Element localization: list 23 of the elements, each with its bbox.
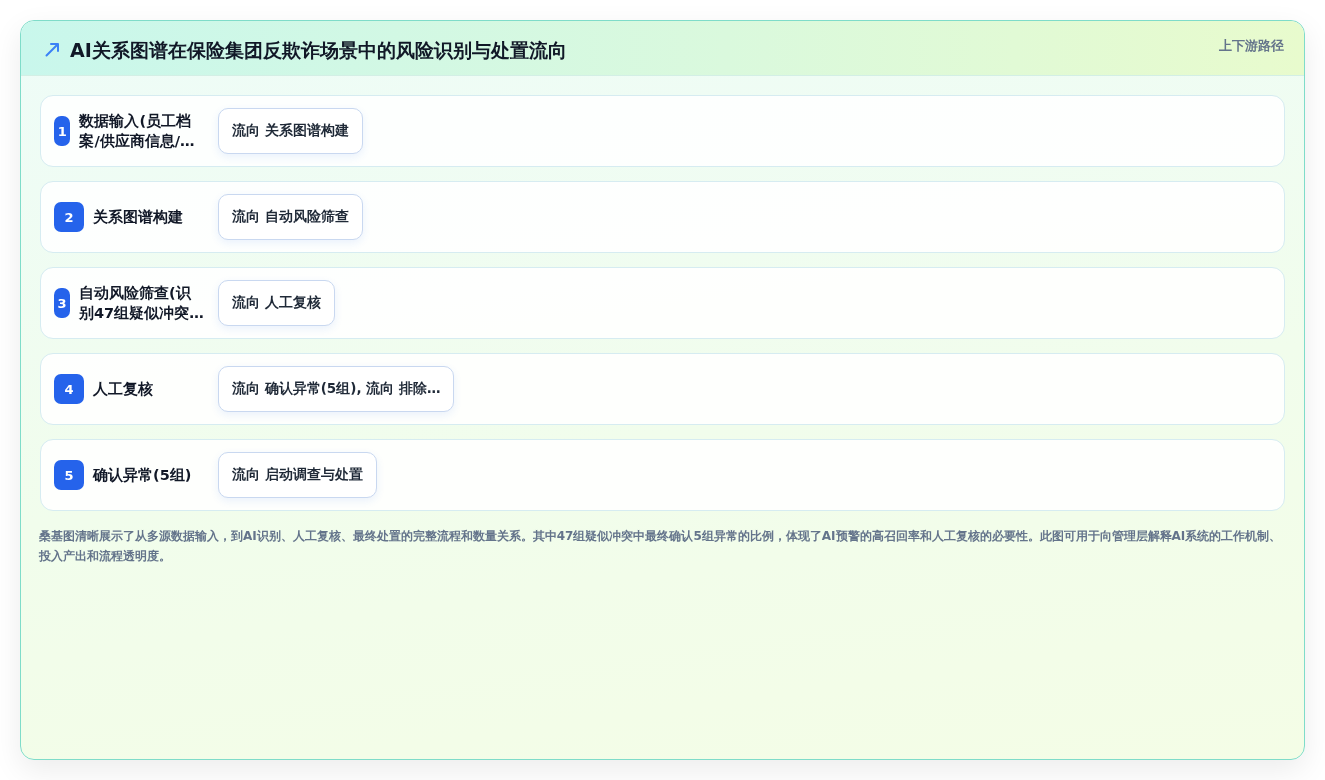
flow-target-tag: 流向 确认异常(5组), 流向 排除…	[218, 366, 455, 412]
step-card	[40, 353, 1285, 425]
step-number-badge: 1	[54, 116, 71, 146]
step-number-badge: 4	[54, 374, 84, 404]
step-card	[40, 181, 1285, 253]
step-label: 自动风险筛查(识别47组疑似冲突…	[79, 284, 204, 323]
step-card	[40, 95, 1285, 167]
step-card	[40, 439, 1285, 511]
flow-target-tag: 流向 自动风险筛查	[218, 194, 363, 240]
step-number-badge: 3	[54, 288, 70, 318]
header-note: 上下游路径	[1219, 37, 1284, 55]
step-label: 关系图谱构建	[93, 208, 183, 227]
step-label: 人工复核	[93, 380, 153, 399]
flow-target-tag: 流向 人工复核	[218, 280, 335, 326]
flow-target-tag: 流向 启动调查与处置	[218, 452, 377, 498]
step-number-badge: 5	[54, 460, 84, 490]
flow-target-tag: 流向 关系图谱构建	[218, 108, 363, 154]
caption-text: 桑基图清晰展示了从多源数据输入，到AI识别、人工复核、最终处置的完整流程和数量关系。其中47组疑似冲突中最终确认5组异常的比例，体现了AI预警的高召回率和人工复核的必要性。此图可用于向管理层解释AI系统的工作机制、投入产出和流程透明度。	[39, 528, 1283, 565]
step-number-badge: 2	[54, 202, 84, 232]
step-label: 数据输入(员工档案/供应商信息/…	[79, 112, 196, 151]
step-card	[40, 267, 1285, 339]
chart-title: AI关系图谱在保险集团反欺诈场景中的风险识别与处置流向	[70, 38, 567, 63]
step-label: 确认异常(5组)	[93, 466, 192, 485]
